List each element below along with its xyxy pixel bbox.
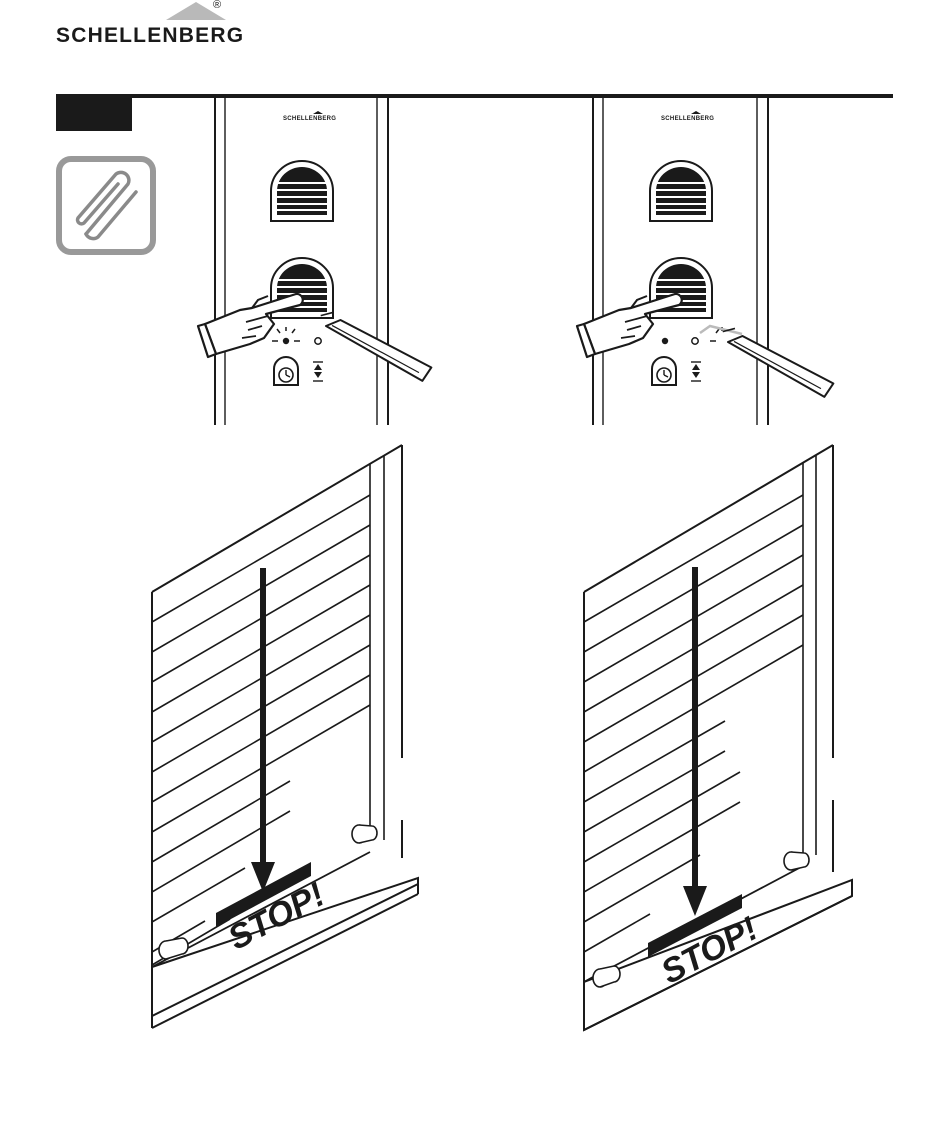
up-down-icon [691,362,701,381]
clock-icon [652,357,676,385]
up-button-icon [650,161,712,221]
remote-panel-left [198,98,435,425]
pen-icon [317,312,435,382]
panel-brand-left: SCHELLENBERG [283,116,336,122]
pointing-hand-icon [198,294,303,357]
panel-brand-right: SCHELLENBERG [661,116,714,122]
pen-icon [719,328,837,398]
up-button-icon [271,161,333,221]
up-down-icon [313,362,323,381]
clock-icon [274,357,298,385]
shutter-left [152,445,418,1028]
remote-panel-right [577,98,837,425]
